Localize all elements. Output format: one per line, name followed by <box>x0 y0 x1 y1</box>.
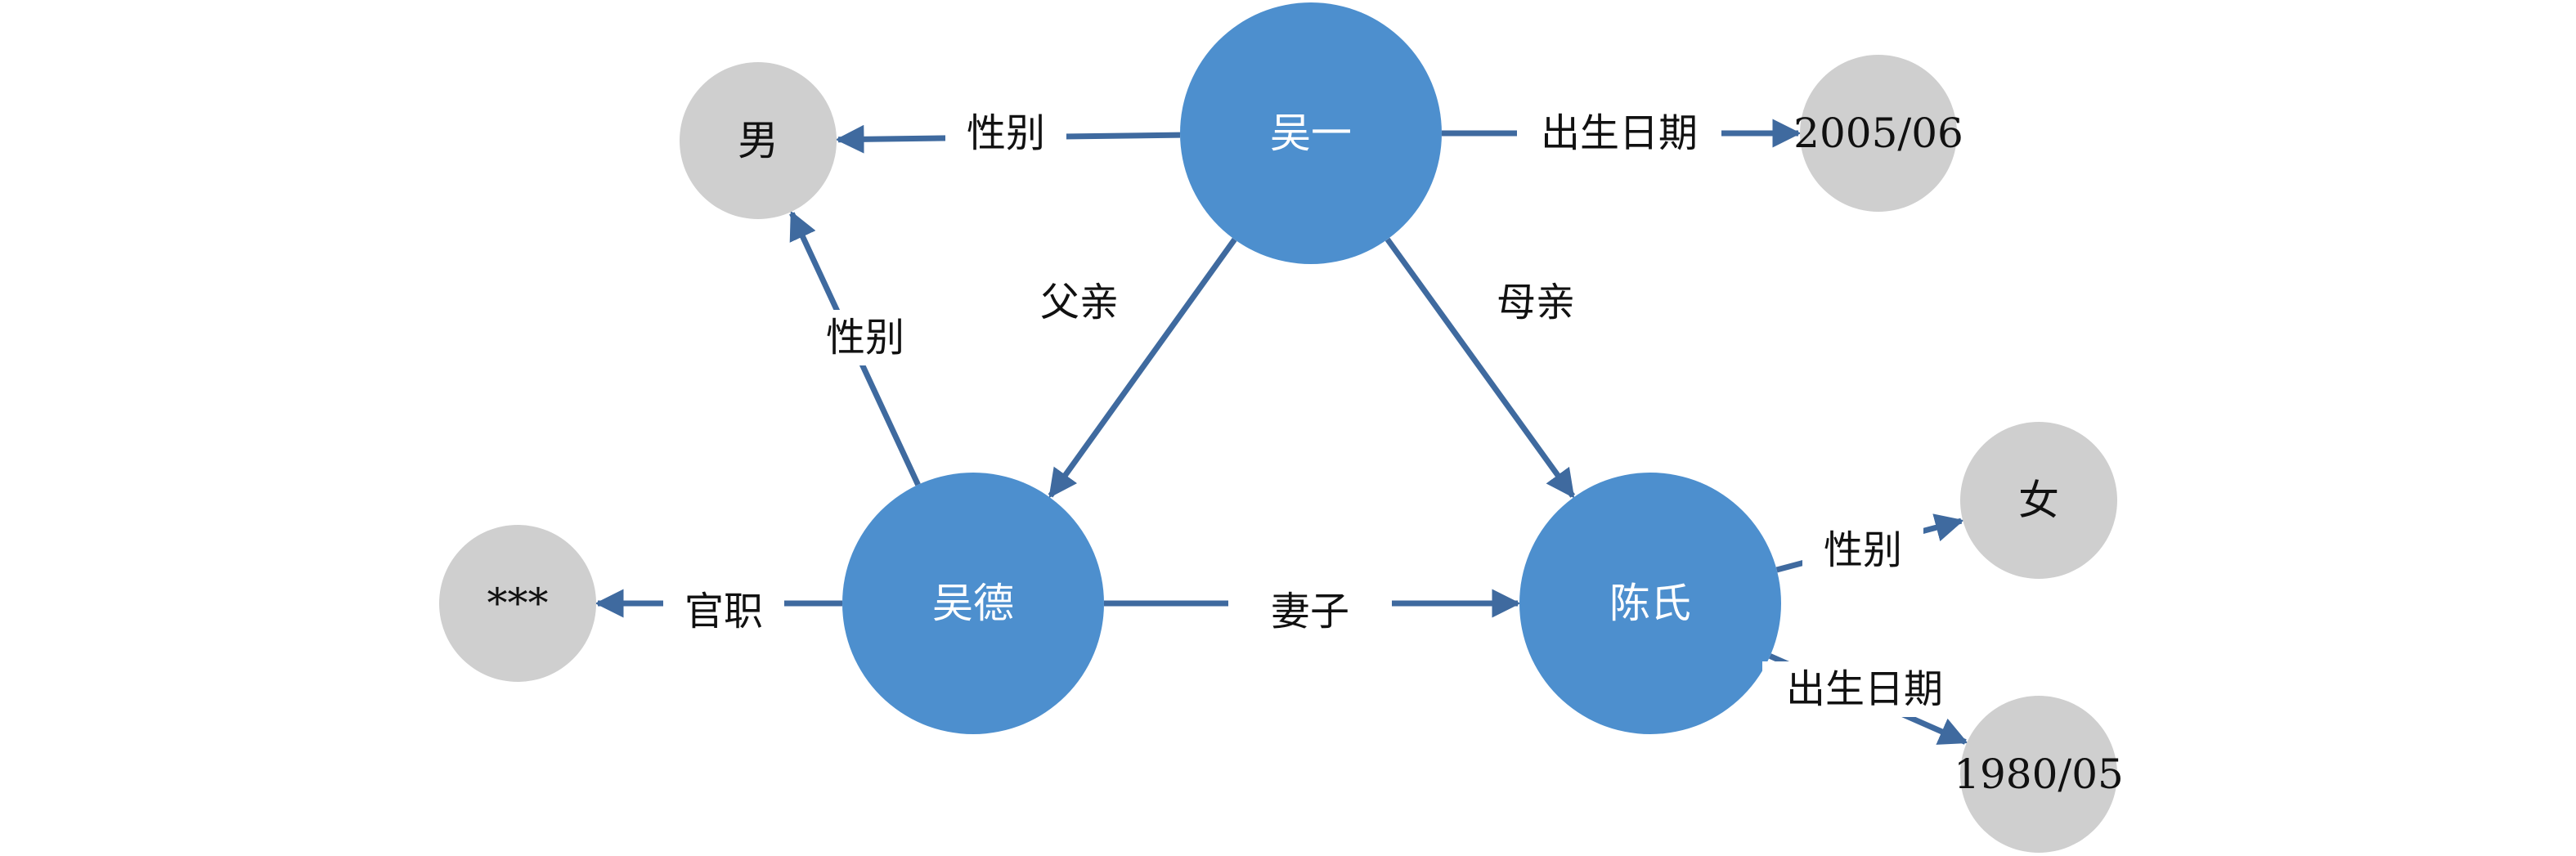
node-label: 1980/05 <box>1954 751 2124 798</box>
entity-circle <box>842 473 1104 734</box>
edge-label-background <box>663 584 784 639</box>
edge-label-background <box>1762 661 1967 717</box>
node-label: 男 <box>738 117 779 164</box>
attribute-circle <box>1960 696 2117 853</box>
edge-label-text: 母亲 <box>1497 280 1575 325</box>
edge-label-background <box>1517 105 1721 161</box>
edge-label-chen-gender: 性别 <box>1802 522 1923 578</box>
edge-label-text: 性别 <box>826 315 904 361</box>
attribute-node-female: 女 <box>1960 422 2117 579</box>
edge-label-background <box>1019 275 1140 330</box>
node-label: 陈氏 <box>1609 580 1691 627</box>
edge-label-text: 妻子 <box>1271 589 1349 634</box>
edge-label-background <box>945 105 1066 161</box>
node-label: 女 <box>2018 477 2059 524</box>
entity-node-chen-shi: 陈氏 <box>1519 473 1781 734</box>
attribute-node-male: 男 <box>680 62 837 219</box>
edge-label-text: 性别 <box>1824 527 1902 573</box>
edge-label-text: 出生日期 <box>1541 110 1698 156</box>
edge-label-background <box>805 310 926 365</box>
edge-label-text: 官职 <box>684 589 763 634</box>
node-label: 吴一 <box>1270 110 1352 157</box>
edge-label-wude-gender: 性别 <box>805 310 926 365</box>
edge-label-wude-official: 官职 <box>663 584 784 639</box>
edge-label-wuyi-mother: 母亲 <box>1475 275 1596 330</box>
edge-wuyi-father-arrow <box>1048 237 1237 499</box>
edge-label-background <box>1228 584 1392 639</box>
node-label: 吴德 <box>932 580 1014 627</box>
edge-label-background <box>1475 275 1596 330</box>
attribute-circle <box>1800 55 1957 212</box>
attribute-circle <box>439 525 596 682</box>
node-label: 2005/06 <box>1793 110 1963 157</box>
node-label: *** <box>487 580 549 627</box>
edge-label-text: 性别 <box>967 110 1045 156</box>
edge-label-wuyi-gender: 性别 <box>945 105 1066 161</box>
edge-label-wuyi-birth: 出生日期 <box>1517 105 1721 161</box>
entity-circle <box>1180 2 1442 264</box>
edge-wuyi-mother-arrow <box>1384 237 1576 499</box>
entity-node-wu-yi: 吴一 <box>1180 2 1442 264</box>
edge-label-text: 出生日期 <box>1786 666 1943 712</box>
edge-label-background <box>1802 522 1923 578</box>
edge-labels-layer: 性别出生日期父亲母亲性别官职妻子性别出生日期 <box>663 105 1967 717</box>
entity-node-wu-de: 吴德 <box>842 473 1104 734</box>
entity-circle <box>1519 473 1781 734</box>
attribute-node-birth-1980: 1980/05 <box>1954 696 2124 853</box>
attribute-node-stars: *** <box>439 525 596 682</box>
edge-label-text: 父亲 <box>1040 280 1119 325</box>
edge-label-wuyi-father: 父亲 <box>1019 275 1140 330</box>
edge-label-wude-wife: 妻子 <box>1228 584 1392 639</box>
attribute-node-birth-2005: 2005/06 <box>1793 55 1963 212</box>
attribute-circle <box>680 62 837 219</box>
edge-label-chen-birth: 出生日期 <box>1762 661 1967 717</box>
attribute-circle <box>1960 422 2117 579</box>
